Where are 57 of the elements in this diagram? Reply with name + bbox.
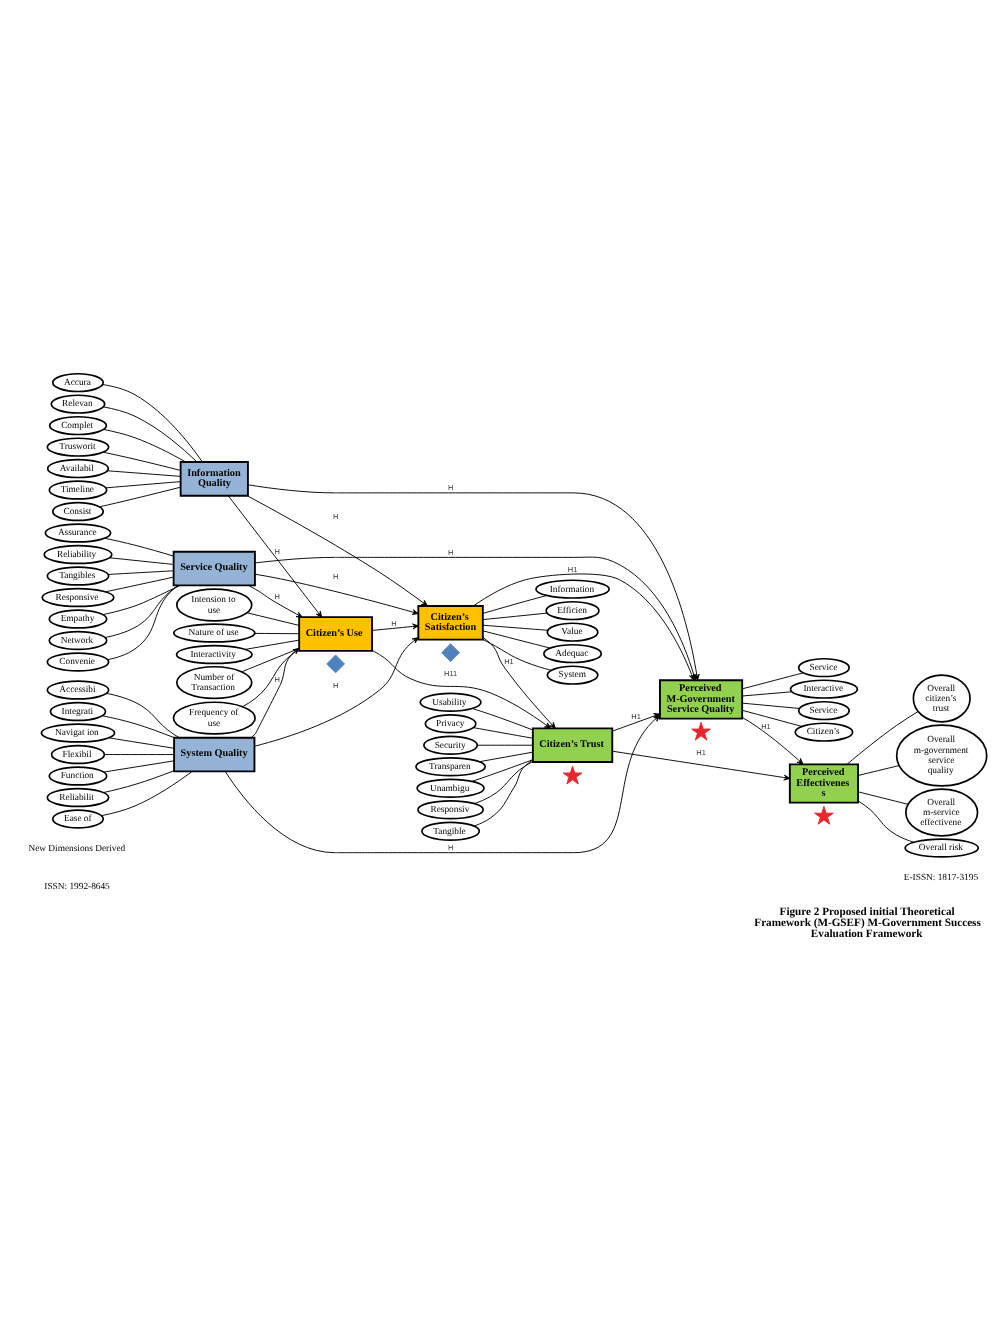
connector: [857, 791, 909, 805]
connector: [106, 470, 182, 477]
arrow: [371, 623, 419, 631]
connector: [103, 429, 186, 463]
connector: [741, 672, 804, 690]
connector: [104, 537, 174, 557]
connector: [103, 770, 175, 793]
arrow: [227, 495, 323, 618]
connector: [105, 481, 181, 489]
connector: [102, 585, 181, 616]
connector: [482, 624, 549, 631]
connector: [471, 759, 534, 782]
connector: [244, 639, 300, 650]
connector: [857, 765, 900, 776]
connector: [477, 744, 534, 746]
connector: [482, 595, 548, 614]
connector: [254, 632, 300, 635]
connector: [109, 557, 174, 565]
connector: [107, 585, 179, 661]
connector: [741, 702, 800, 709]
connector: [482, 638, 552, 671]
connector: [108, 737, 175, 749]
arrow: [250, 647, 300, 738]
connector: [241, 648, 300, 673]
connector: [107, 570, 174, 575]
connector: [478, 751, 533, 763]
arrow: [741, 716, 804, 765]
connector: [741, 709, 802, 727]
connector: [103, 760, 175, 773]
connector: [98, 486, 182, 508]
connector: [246, 612, 300, 626]
connector: [242, 649, 300, 707]
connector: [105, 576, 175, 593]
arrow: [254, 637, 419, 747]
arrow: [371, 649, 551, 729]
arrow: [248, 585, 303, 618]
connector: [103, 406, 198, 463]
connector: [471, 707, 533, 731]
arrow: [612, 750, 791, 781]
connector: [846, 711, 919, 765]
connector: [482, 630, 551, 649]
connector: [474, 760, 534, 804]
arrow: [246, 495, 428, 607]
connector: [102, 384, 203, 463]
connector: [104, 585, 179, 638]
connector: [857, 800, 915, 843]
connector: [741, 691, 793, 697]
connector: [102, 451, 182, 471]
connector: [104, 754, 175, 755]
arrow: [254, 573, 419, 615]
connector: [106, 692, 180, 738]
arrow: [482, 637, 556, 729]
connector: [472, 727, 534, 739]
connector: [473, 759, 533, 827]
connector: [101, 715, 175, 739]
connector: [101, 771, 193, 817]
connector: [482, 612, 548, 621]
